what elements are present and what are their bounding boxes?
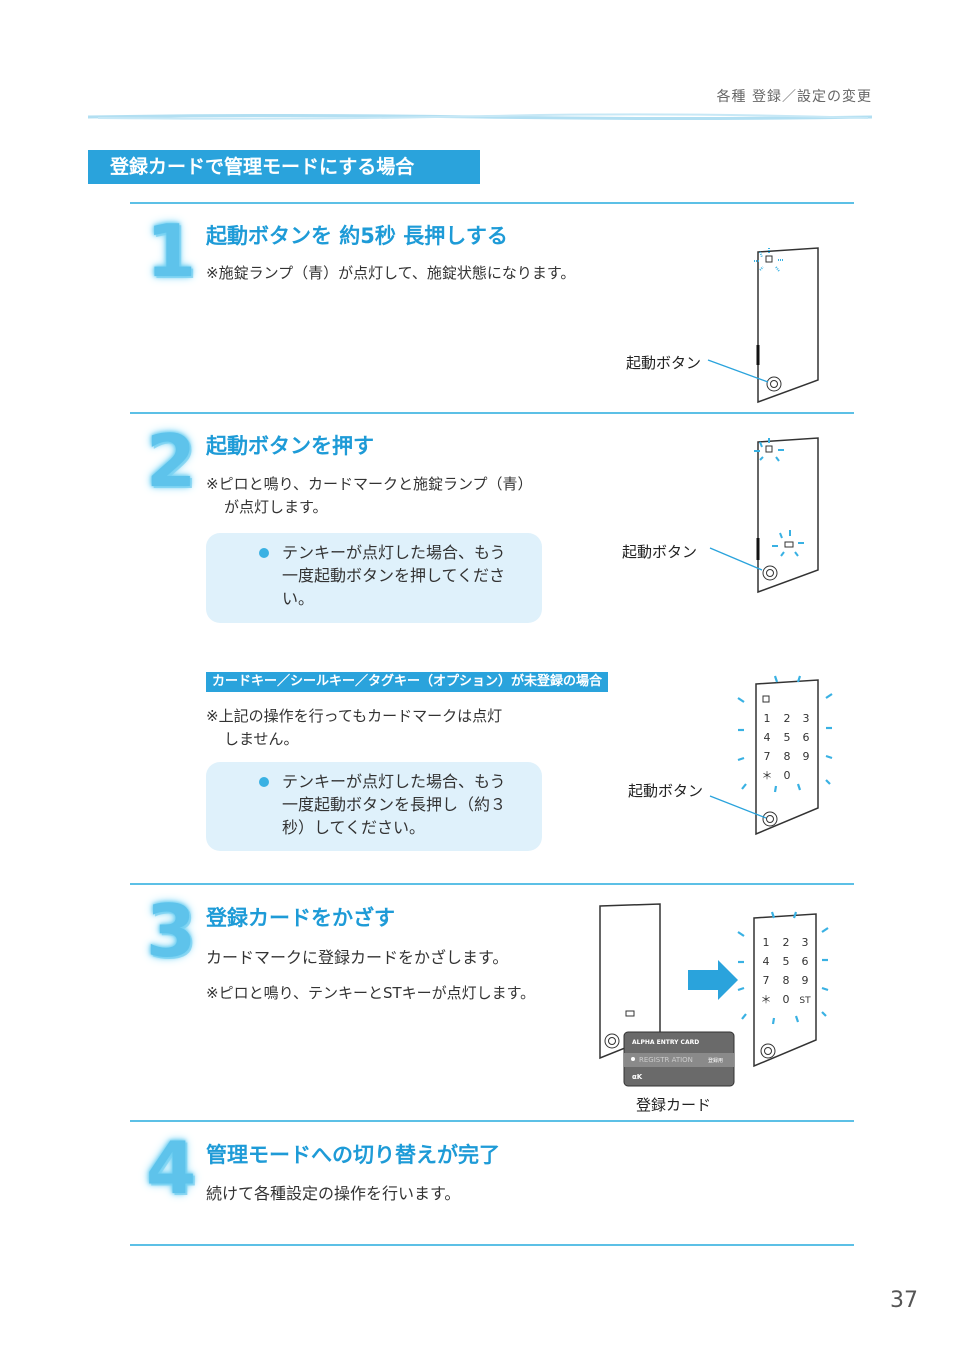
divider-4 [130,1120,854,1122]
keypad-key: 4 [763,955,770,968]
card-caption: 登録カード [636,1096,712,1114]
header-divider [88,113,872,120]
keypad-key: 1 [764,712,771,725]
step-number-3: 3 [146,889,197,973]
step-2-note: テンキーが点灯した場合、もう 一度起動ボタンを押してくださ い。 [206,533,542,623]
keypad-key: 4 [764,731,771,744]
step-2-sub-note: テンキーが点灯した場合、もう 一度起動ボタンを長押し（約３ 秒）してください。 [206,762,542,851]
keypad-device-illustration-1: 1 2 3 4 5 6 7 8 9 ＊ 0 [709,675,833,836]
step-number-1: 1 [146,209,197,293]
keypad-key: 6 [802,955,809,968]
keypad-key: 2 [784,712,791,725]
step-2-sub-text-line1: ※上記の操作を行ってもカードマークは点灯 [206,707,503,725]
note-line: 一度起動ボタンを長押し（約３ [282,795,507,814]
step-3-text1: カードマークに登録カードをかざします。 [206,948,509,967]
divider-2 [130,412,854,414]
note-line: い。 [282,589,315,608]
keypad-key: ＊ [762,769,773,782]
step-4-text: 続けて各種設定の操作を行います。 [206,1184,461,1203]
step-2-text-line2: が点灯します。 [224,498,328,516]
keypad-key: 9 [802,974,809,987]
divider-3 [130,883,854,885]
step-2-sub-heading: カードキー／シールキー／タグキー（オプション）が未登録の場合 [206,672,609,692]
keypad-key: 3 [803,712,810,725]
keypad-key-st: ST [799,996,811,1006]
note-bullet [259,777,269,787]
note-bullet [259,548,269,558]
keypad-key: 8 [783,974,790,987]
card-tag: 登録用 [708,1057,723,1064]
step-2-sub-callout: 起動ボタン [628,782,704,800]
keypad-key: 0 [784,769,791,782]
lock-device-illustration-1 [707,247,819,404]
keypad-key: 7 [763,974,770,987]
keypad-key: 6 [803,731,810,744]
keypad-key: 5 [784,731,791,744]
step-2-text-line1: ※ピロと鳴り、カードマークと施錠ランプ（青） [206,475,533,493]
keypad-key: 2 [783,936,790,949]
divider-5 [130,1244,854,1246]
step-2-callout: 起動ボタン [622,543,698,561]
note-line: 一度起動ボタンを押してくださ [282,566,506,585]
divider-1 [130,202,854,204]
step-3-text2: ※ピロと鳴り、テンキーとSTキーが点灯します。 [206,984,536,1002]
step-1-callout: 起動ボタン [626,354,702,372]
step-1-text: ※施錠ランプ（青）が点灯して、施錠状態になります。 [206,264,576,282]
lock-device-illustration-2 [709,437,819,594]
section-title: 登録カードで管理モードにする場合 [88,150,480,184]
card-brand: ALPHA ENTRY CARD [632,1039,699,1046]
step-number-2: 2 [146,419,197,503]
step-4-title: 管理モードへの切り替えが完了 [206,1143,500,1167]
step-1-title: 起動ボタンを 約5秒 長押しする [206,224,508,248]
step-2-title: 起動ボタンを押す [206,434,374,458]
keypad-key: 1 [763,936,770,949]
step-2-sub-text-line2: しません。 [224,730,299,748]
keypad-key: 0 [783,993,790,1006]
note-line: 秒）してください。 [282,818,426,837]
note-line: テンキーが点灯した場合、もう [282,772,506,791]
header-breadcrumb: 各種 登録／設定の変更 [716,89,872,105]
page-number: 37 [890,1288,918,1313]
card-logo: αK [632,1073,643,1081]
keypad-key: ＊ [761,993,772,1006]
note-line: テンキーが点灯した場合、もう [282,543,506,562]
card-tap-illustration: ALPHA ENTRY CARD REGISTR ATION 登録用 αK 1 … [599,903,829,1087]
keypad-key: 8 [784,750,791,763]
step-3-title: 登録カードをかざす [206,906,395,930]
keypad-key: 9 [803,750,810,763]
keypad-key: 7 [764,750,771,763]
keypad-key: 5 [783,955,790,968]
keypad-key: 3 [802,936,809,949]
arrow-right-icon [688,960,738,1000]
step-number-4: 4 [146,1126,197,1210]
card-registration: REGISTR ATION [639,1056,693,1064]
